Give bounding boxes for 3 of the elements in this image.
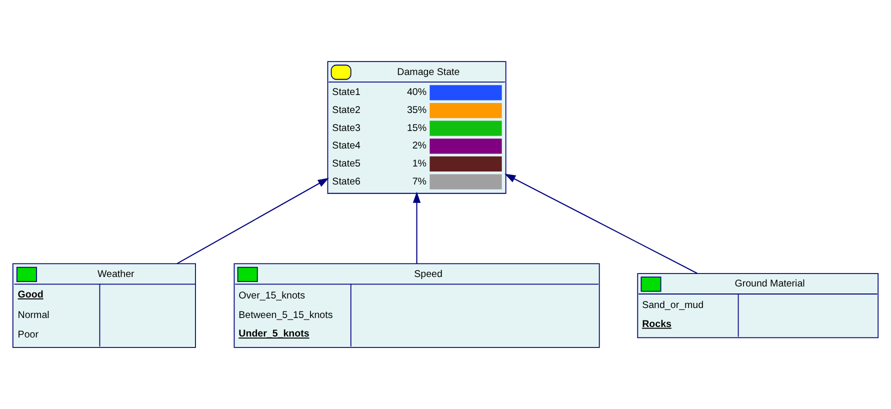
arrow — [412, 192, 421, 264]
arrow — [504, 174, 698, 274]
arrow — [176, 178, 329, 264]
